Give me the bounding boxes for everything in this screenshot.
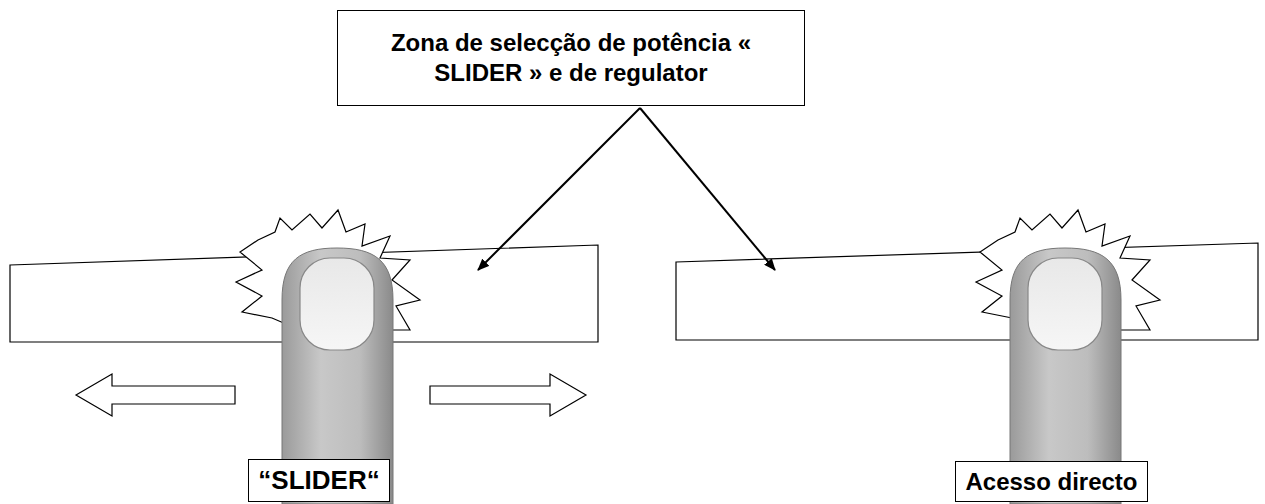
fingernail	[1028, 258, 1102, 350]
direction-arrow	[430, 374, 586, 416]
leader-line	[478, 108, 640, 270]
label-box: “SLIDER“	[248, 459, 390, 502]
leader-line	[640, 108, 775, 270]
label-text: “SLIDER“	[258, 464, 379, 497]
title-text: Zona de selecção de potência « SLIDER » …	[353, 28, 789, 88]
title-box: Zona de selecção de potência « SLIDER » …	[337, 10, 805, 106]
direction-arrow	[76, 374, 235, 416]
fingernail	[300, 258, 374, 350]
label-box: Acesso directo	[955, 461, 1148, 502]
label-text: Acesso directo	[965, 467, 1137, 497]
slider-bar	[676, 243, 1258, 340]
